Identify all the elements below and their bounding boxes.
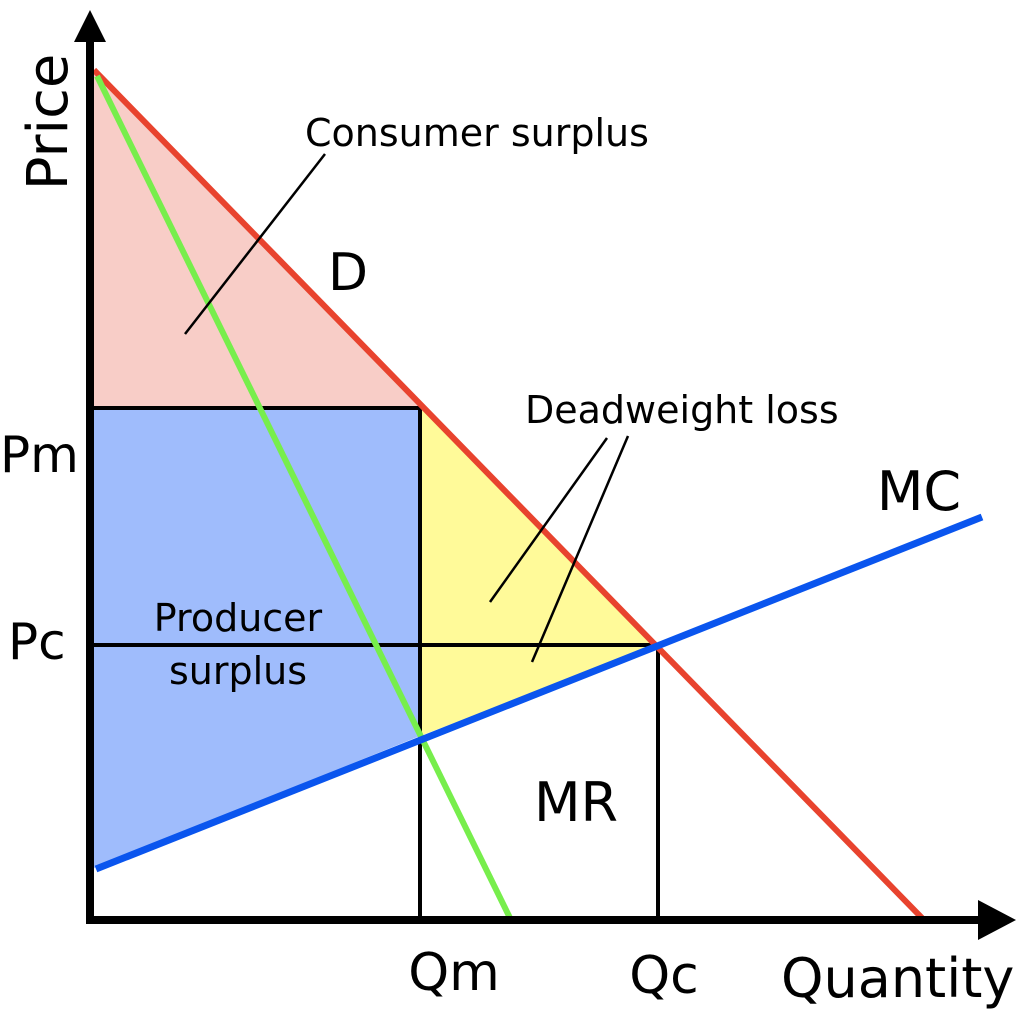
- marginal-revenue-label: MR: [534, 771, 618, 834]
- competitive-quantity-label: Qc: [629, 946, 699, 1006]
- demand-curve: [91, 67, 925, 921]
- consumer-surplus-pointer: [184, 153, 326, 335]
- deadweight-loss-area: [420, 408, 658, 736]
- marginal-cost-label: MC: [877, 460, 961, 523]
- monopoly-quantity-label: Qm: [408, 943, 500, 1003]
- producer-surplus-label-line2: surplus: [169, 649, 307, 693]
- demand-label: D: [328, 243, 368, 303]
- consumer-surplus-label: Consumer surplus: [305, 111, 649, 155]
- price-axis-label: Price: [16, 54, 81, 191]
- monopoly-price-label: Pm: [0, 426, 79, 484]
- deadweight-loss-label: Deadweight loss: [525, 388, 839, 432]
- marginal-revenue-curve: [94, 74, 513, 920]
- deadweight-loss-pointer-2: [530, 435, 630, 663]
- producer-surplus-label-line1: Producer: [154, 596, 323, 640]
- quantity-axis-arrow: [978, 900, 1016, 940]
- price-axis-arrow: [74, 10, 106, 42]
- producer-surplus-area: [94, 408, 420, 868]
- deadweight-loss-pointer-1: [488, 437, 609, 603]
- quantity-axis-label: Quantity: [781, 947, 1014, 1010]
- competitive-price-label: Pc: [8, 613, 66, 671]
- marginal-cost-curve: [94, 513, 984, 873]
